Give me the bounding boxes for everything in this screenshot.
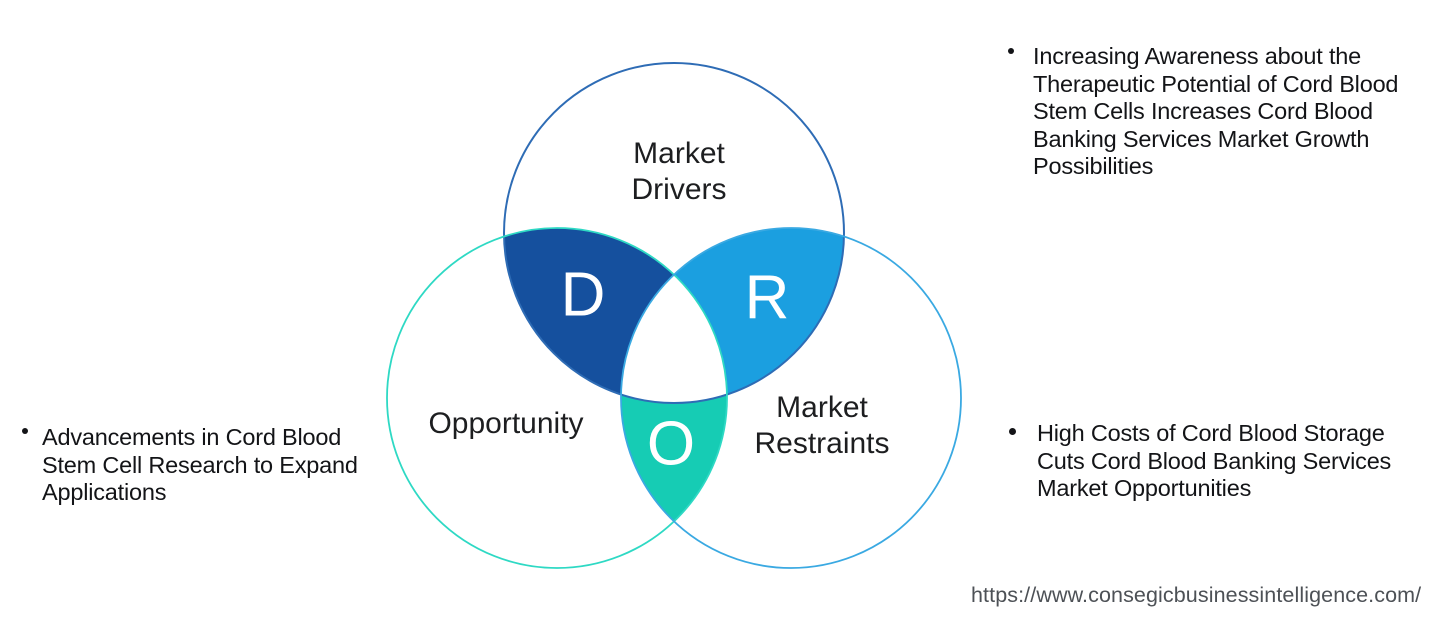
opportunity-bullet-text: Advancements in Cord Blood Stem Cell Res… bbox=[42, 424, 358, 505]
bullet-icon bbox=[1008, 48, 1014, 54]
letter-r: R bbox=[744, 263, 790, 333]
restraints-bullet-text: High Costs of Cord Blood Storage Cuts Co… bbox=[1037, 420, 1392, 501]
market-restraints-circle bbox=[620, 227, 962, 569]
letter-o: O bbox=[646, 409, 696, 479]
opportunity-circle bbox=[386, 227, 728, 569]
bullet-icon bbox=[1009, 428, 1016, 435]
drivers-bullet-text: Increasing Awareness about the Therapeut… bbox=[1033, 43, 1399, 179]
market-drivers-label: Market Drivers bbox=[631, 137, 727, 206]
bullet-icon bbox=[22, 428, 28, 434]
market-restraints-label: Market Restraints bbox=[754, 391, 890, 460]
market-drivers-circle bbox=[503, 62, 845, 404]
opportunity-label: Opportunity bbox=[428, 407, 584, 440]
source-url: https://www.consegicbusinessintelligence… bbox=[971, 583, 1422, 607]
triple-overlap-center bbox=[621, 274, 727, 403]
letter-d: D bbox=[560, 260, 606, 330]
